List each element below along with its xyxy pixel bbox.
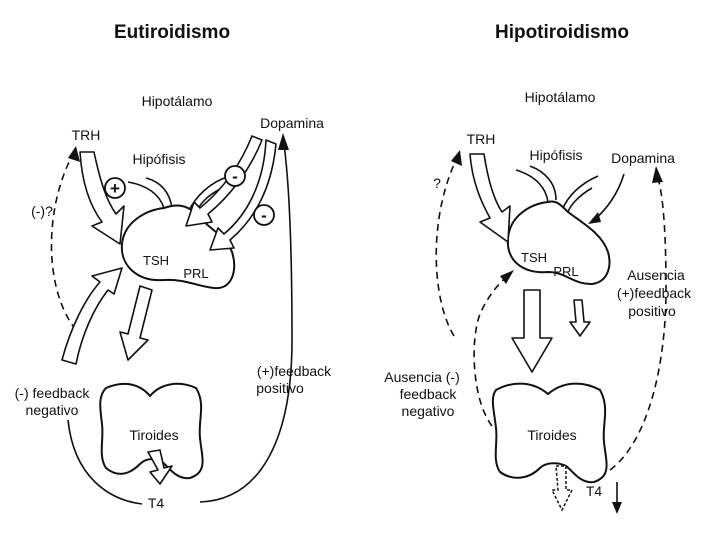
inhibit-sign-circle-1 — [224, 165, 246, 187]
tsh-label: TSH — [521, 250, 547, 265]
dopamine-arrowhead — [588, 212, 601, 224]
inhibit-sign-circle-2 — [253, 204, 275, 226]
thyroid-label: Tiroides — [527, 427, 576, 443]
stimulus-sign-circle — [104, 177, 126, 199]
absent-pos-line2: (+)feedback — [617, 285, 692, 301]
t4-to-feedback-line — [67, 419, 143, 505]
trh-label: TRH — [72, 127, 101, 143]
dopamine-label: Dopamina — [611, 150, 675, 166]
hypothalamus-label: Hipotálamo — [525, 89, 596, 105]
absent-positive-feedback-arrow — [609, 177, 667, 471]
t4-label: T4 — [586, 483, 603, 499]
negative-feedback-arrow — [61, 267, 123, 365]
trh-label: TRH — [467, 131, 496, 147]
pos-feedback-line2: positivo — [256, 380, 304, 396]
unknown-feedback-arrow — [435, 159, 457, 337]
absent-pos-line1: Ausencia — [627, 267, 685, 283]
absent-neg-line2: feedback — [400, 386, 458, 402]
inhibit-sign-1: - — [232, 167, 238, 186]
inhibit-sign-2: - — [261, 206, 267, 225]
trh-stimulus-arrow — [79, 151, 125, 245]
prl-label: PRL — [553, 264, 578, 279]
tsh-to-thyroid-arrow — [119, 285, 153, 361]
eutiroidismo-panel: Eutiroidismo Hipotálamo TRH Hipófisis Do… — [15, 22, 333, 511]
unknown-feedback-arrow — [50, 155, 77, 331]
unknown-feedback-arrowhead — [451, 150, 462, 166]
absent-neg-line3: negativo — [402, 403, 455, 419]
t4-output-arrow — [147, 449, 173, 485]
eutiroidismo-title: Eutiroidismo — [114, 22, 230, 43]
dopamine-arrow — [593, 173, 625, 221]
t4-label: T4 — [148, 495, 165, 511]
prl-output-arrow — [569, 299, 591, 337]
thyroid-gland — [99, 382, 204, 480]
neg-feedback-line1: (-) feedback — [15, 385, 91, 401]
prl-label: PRL — [183, 266, 208, 281]
absent-neg-line1: Ausencia (-) — [384, 369, 459, 385]
hypothalamus-label: Hipotálamo — [142, 93, 213, 109]
neg-feedback-line2: negativo — [26, 402, 79, 418]
positive-feedback-arrow — [199, 143, 293, 503]
tsh-label: TSH — [143, 253, 169, 268]
absent-positive-feedback-arrowhead — [652, 166, 663, 183]
hipotiroidismo-panel: Hipotiroidismo Hipotálamo TRH Hipófisis … — [384, 22, 692, 514]
hipotiroidismo-title: Hipotiroidismo — [495, 22, 629, 43]
t4-decrease-arrowhead — [612, 502, 622, 514]
absent-negative-feedback-arrow — [473, 275, 509, 427]
positive-feedback-arrowhead — [278, 133, 289, 150]
t4-output-arrow — [550, 465, 574, 512]
stimulus-sign: + — [110, 179, 120, 198]
thyroid-label: Tiroides — [129, 427, 178, 443]
trh-stimulus-arrow — [469, 153, 511, 243]
dopamine-inhibit-arrow-2 — [209, 139, 277, 251]
unknown-feedback-label: (-)? — [31, 203, 53, 219]
dopamine-label: Dopamina — [260, 115, 324, 131]
pos-feedback-line1: (+)feedback — [257, 363, 332, 379]
increased-tsh-arrow — [511, 289, 553, 373]
pituitary-label: Hipófisis — [133, 151, 186, 167]
pituitary-label: Hipófisis — [530, 147, 583, 163]
question-mark: ? — [433, 175, 441, 191]
pituitary-stalk — [127, 175, 231, 215]
absent-negative-feedback-arrowhead — [500, 270, 514, 284]
unknown-feedback-arrowhead — [68, 146, 80, 162]
absent-pos-line3: positivo — [628, 303, 676, 319]
pituitary-stalk — [515, 165, 599, 213]
thyroid-gland — [491, 382, 608, 484]
